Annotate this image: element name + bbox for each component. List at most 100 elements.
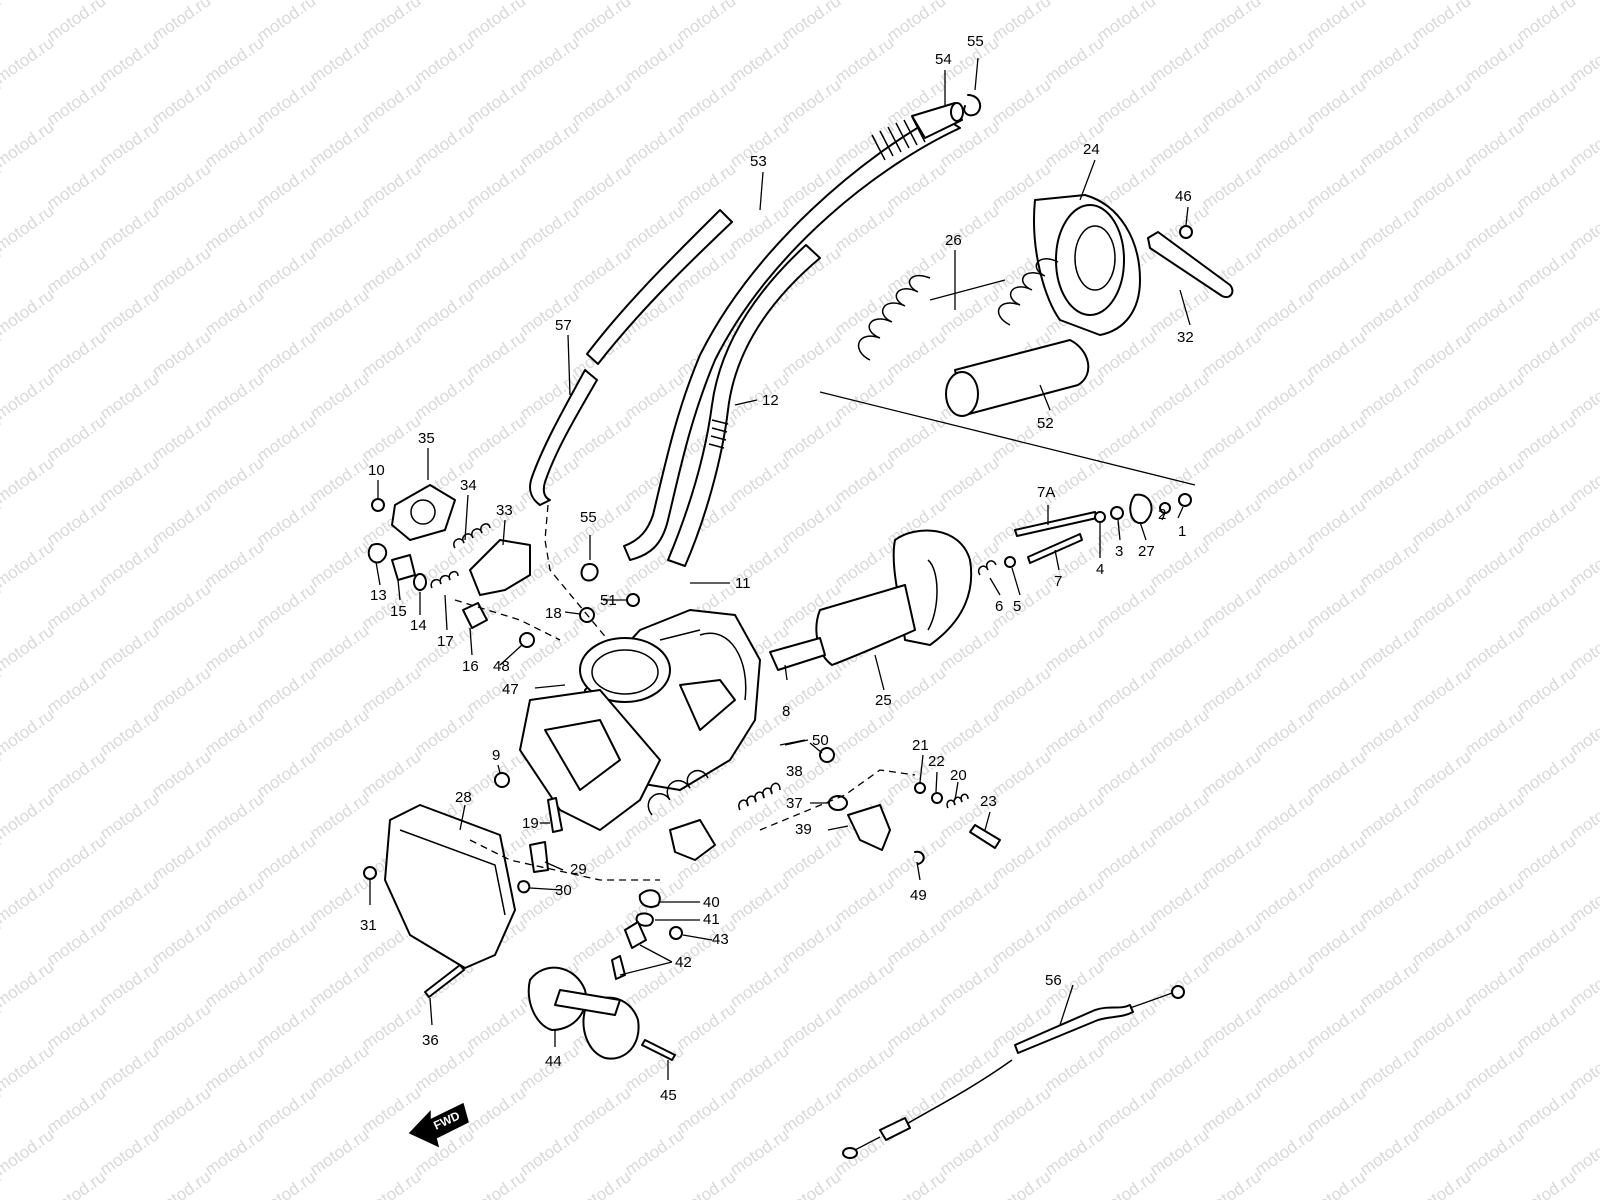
- watermark-text: motod.ru: [253, 159, 319, 213]
- watermark-text: motod.ru: [1303, 75, 1369, 129]
- watermark-text: motod.ru: [1303, 495, 1369, 549]
- watermark-text: motod.ru: [1566, 537, 1600, 591]
- watermark-text: motod.ru: [1303, 1083, 1369, 1137]
- watermark-text: motod.ru: [778, 495, 844, 549]
- watermark-text: motod.ru: [253, 243, 319, 297]
- watermark-text: motod.ru: [883, 327, 949, 381]
- watermark-text: motod.ru: [148, 0, 214, 45]
- watermark-text: motod.ru: [621, 117, 687, 171]
- washer-30: [517, 880, 531, 894]
- callout-40: 40: [703, 894, 720, 911]
- callout-1: 1: [1178, 523, 1186, 540]
- watermark-text: motod.ru: [1303, 0, 1369, 45]
- watermark-text: motod.ru: [1093, 0, 1159, 45]
- watermark-text: motod.ru: [96, 1125, 162, 1179]
- watermark-text: motod.ru: [1513, 0, 1579, 45]
- watermark-text: motod.ru: [988, 747, 1054, 801]
- watermark-text: motod.ru: [253, 915, 319, 969]
- callout-6: 6: [995, 598, 1003, 615]
- watermark-text: motod.ru: [1093, 75, 1159, 129]
- watermark-text: motod.ru: [1513, 1083, 1579, 1137]
- watermark-text: motod.ru: [988, 495, 1054, 549]
- needle-42b: [611, 955, 626, 980]
- callout-52: 52: [1037, 415, 1054, 432]
- hose-53-ribs: [871, 116, 926, 161]
- watermark-text: motod.ru: [43, 579, 109, 633]
- watermark-text: motod.ru: [96, 453, 162, 507]
- watermark-text: motod.ru: [253, 411, 319, 465]
- callout-30: 30: [555, 882, 572, 899]
- watermark-text: motod.ru: [96, 705, 162, 759]
- watermark-text: motod.ru: [306, 201, 372, 255]
- watermark-text: motod.ru: [673, 1083, 739, 1137]
- watermark-text: motod.ru: [1461, 873, 1527, 927]
- callout-14: 14: [410, 617, 427, 634]
- watermark-text: motod.ru: [43, 747, 109, 801]
- watermark-text: motod.ru: [1461, 201, 1527, 255]
- watermark-text: motod.ru: [1198, 579, 1264, 633]
- watermark-text: motod.ru: [96, 621, 162, 675]
- watermark-text: motod.ru: [201, 33, 267, 87]
- watermark-text: motod.ru: [148, 1167, 214, 1200]
- watermark-text: motod.ru: [1198, 1083, 1264, 1137]
- watermark-text: motod.ru: [778, 327, 844, 381]
- callout-57: 57: [555, 317, 572, 334]
- screw-43: [669, 926, 683, 940]
- watermark-text: motod.ru: [1513, 831, 1579, 885]
- watermark-text: motod.ru: [1356, 33, 1422, 87]
- watermark-text: motod.ru: [516, 201, 582, 255]
- watermark-text: motod.ru: [306, 1041, 372, 1095]
- watermark-text: motod.ru: [1408, 999, 1474, 1053]
- watermark-text: motod.ru: [1198, 831, 1264, 885]
- spring-17: [430, 570, 459, 589]
- watermark-text: motod.ru: [1356, 537, 1422, 591]
- watermark-text: motod.ru: [568, 495, 634, 549]
- watermark-text: motod.ru: [148, 495, 214, 549]
- watermark-text: motod.ru: [1303, 747, 1369, 801]
- watermark-text: motod.ru: [43, 75, 109, 129]
- watermark-text: motod.ru: [1408, 159, 1474, 213]
- watermark-text: motod.ru: [778, 831, 844, 885]
- watermark-text: motod.ru: [148, 663, 214, 717]
- callout-35: 35: [418, 430, 435, 447]
- watermark-text: motod.ru: [148, 75, 214, 129]
- watermark-text: motod.ru: [96, 537, 162, 591]
- watermark-text: motod.ru: [0, 957, 57, 1011]
- watermark-text: motod.ru: [1198, 327, 1264, 381]
- ring-21: [914, 782, 926, 794]
- watermark-text: motod.ru: [726, 1041, 792, 1095]
- watermark-text: motod.ru: [358, 999, 424, 1053]
- watermark-text: motod.ru: [1041, 873, 1107, 927]
- diaphragm-piston-25: [769, 529, 973, 671]
- plate-27: [1129, 493, 1153, 525]
- watermark-text: motod.ru: [1198, 663, 1264, 717]
- watermark-text: motod.ru: [306, 789, 372, 843]
- watermark-text: motod.ru: [831, 285, 897, 339]
- watermark-text: motod.ru: [1093, 411, 1159, 465]
- watermark-text: motod.ru: [1461, 789, 1527, 843]
- watermark-text: motod.ru: [1408, 747, 1474, 801]
- watermark-text: motod.ru: [253, 495, 319, 549]
- watermark-text: motod.ru: [726, 957, 792, 1011]
- watermark-text: motod.ru: [778, 915, 844, 969]
- watermark-text: motod.ru: [0, 621, 57, 675]
- watermark-text: motod.ru: [1461, 285, 1527, 339]
- watermark-text: motod.ru: [358, 159, 424, 213]
- callout-19: 19: [522, 815, 539, 832]
- watermark-text: motod.ru: [726, 369, 792, 423]
- screw-51: [626, 593, 640, 607]
- watermark-text: motod.ru: [1408, 663, 1474, 717]
- watermark-text: motod.ru: [201, 789, 267, 843]
- watermark-text: motod.ru: [673, 1167, 739, 1200]
- watermark-text: motod.ru: [726, 33, 792, 87]
- watermark-text: motod.ru: [1303, 831, 1369, 885]
- watermark-text: motod.ru: [621, 201, 687, 255]
- watermark-text: motod.ru: [463, 1167, 529, 1200]
- watermark-text: motod.ru: [1566, 369, 1600, 423]
- watermark-text: motod.ru: [831, 705, 897, 759]
- watermark-text: motod.ru: [1198, 411, 1264, 465]
- callout-24: 24: [1083, 141, 1100, 158]
- washer-22: [931, 792, 943, 804]
- diaphragm-cover-24: [1033, 194, 1141, 336]
- watermark-text: motod.ru: [831, 957, 897, 1011]
